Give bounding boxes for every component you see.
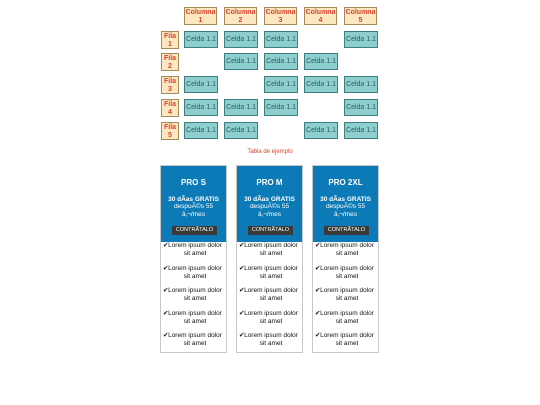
check-icon: ✔ (315, 287, 321, 294)
list-item: ✔Lorem ipsum dolor sit amet (161, 310, 226, 333)
table-cell-r5-c5: Celda 1.1 (344, 122, 378, 139)
feature-text: Lorem ipsum dolor sit amet (320, 309, 374, 325)
plan-offer: 30 dÃas GRATIS (244, 196, 295, 203)
check-icon: ✔ (239, 309, 245, 317)
feature-list: ✔Lorem ipsum dolor sit amet ✔Lorem ipsum… (237, 242, 302, 355)
plan-offer: 30 dÃas GRATIS (320, 196, 371, 203)
check-icon: ✔ (239, 242, 245, 249)
table-cell-r3-c4: Celda 1.1 (304, 76, 338, 93)
feature-list: ✔Lorem ipsum dolor sit amet ✔Lorem ipsum… (161, 242, 226, 355)
table-cell-r4-c5: Celda 1.1 (344, 99, 378, 116)
table-cell-r2-c4: Celda 1.1 (304, 53, 338, 70)
plan-price-line2: â‚¬/mes (182, 211, 205, 218)
table-cell-r4-c2: Celda 1.1 (224, 99, 258, 116)
table-caption: Tabla de ejemplo (247, 149, 293, 155)
plan-price-line2: â‚¬/mes (258, 211, 281, 218)
table-cell-r2-c2: Celda 1.1 (224, 53, 258, 70)
contract-button[interactable]: CONTRÃTALO (248, 226, 293, 235)
check-icon: ✔ (315, 309, 321, 317)
check-icon: ✔ (163, 309, 169, 317)
feature-text: Lorem ipsum dolor sit amet (168, 287, 222, 302)
row-label-2: Fila 2 (161, 53, 179, 71)
list-item: ✔Lorem ipsum dolor sit amet (313, 310, 378, 333)
feature-list: ✔Lorem ipsum dolor sit amet ✔Lorem ipsum… (313, 242, 378, 355)
plan-header: PRO 2XL 30 dÃas GRATIS despuÃ©s 55 â‚¬/m… (313, 166, 378, 242)
table-cell-r5-c2: Celda 1.1 (224, 122, 258, 139)
list-item: ✔Lorem ipsum dolor sit amet (161, 242, 226, 265)
check-icon: ✔ (239, 264, 245, 272)
feature-text: Lorem ipsum dolor sit amet (168, 242, 222, 257)
plan-header: PRO M 30 dÃas GRATIS despuÃ©s 55 â‚¬/mes… (237, 166, 302, 242)
list-item: ✔Lorem ipsum dolor sit amet (161, 332, 226, 355)
check-icon: ✔ (315, 242, 321, 249)
list-item: ✔Lorem ipsum dolor sit amet (161, 265, 226, 288)
row-label-5: Fila 5 (161, 122, 179, 140)
feature-text: Lorem ipsum dolor sit amet (244, 309, 298, 325)
table-cell-r1-c2: Celda 1.1 (224, 31, 258, 48)
column-header-3: Columna 3 (264, 7, 297, 25)
table-cell-r4-c1: Celda 1.1 (184, 99, 218, 116)
plan-price-line1: despuÃ©s 55 (173, 203, 214, 210)
list-item: ✔Lorem ipsum dolor sit amet (237, 332, 302, 355)
list-item: ✔Lorem ipsum dolor sit amet (313, 287, 378, 310)
table-cell-r3-c5: Celda 1.1 (344, 76, 378, 93)
row-label-1: Fila 1 (161, 31, 179, 49)
plan-card-pro-2xl: PRO 2XL 30 dÃas GRATIS despuÃ©s 55 â‚¬/m… (312, 165, 379, 353)
plan-price-line2: â‚¬/mes (334, 211, 357, 218)
check-icon: ✔ (163, 332, 169, 339)
table-cell-r5-c1: Celda 1.1 (184, 122, 218, 139)
feature-text: Lorem ipsum dolor sit amet (244, 332, 298, 347)
table-cell-r3-c1: Celda 1.1 (184, 76, 218, 93)
table-cell-r2-c3: Celda 1.1 (264, 53, 298, 70)
feature-text: Lorem ipsum dolor sit amet (320, 264, 374, 280)
feature-text: Lorem ipsum dolor sit amet (244, 287, 298, 302)
list-item: ✔Lorem ipsum dolor sit amet (237, 310, 302, 333)
list-item: ✔Lorem ipsum dolor sit amet (161, 287, 226, 310)
feature-text: Lorem ipsum dolor sit amet (244, 264, 298, 280)
table-cell-r4-c3: Celda 1.1 (264, 99, 298, 116)
check-icon: ✔ (239, 332, 245, 339)
list-item: ✔Lorem ipsum dolor sit amet (237, 287, 302, 310)
table-cell-r5-c4: Celda 1.1 (304, 122, 338, 139)
plan-header: PRO S 30 dÃas GRATIS despuÃ©s 55 â‚¬/mes… (161, 166, 226, 242)
contract-button[interactable]: CONTRÃTALO (172, 226, 217, 235)
feature-text: Lorem ipsum dolor sit amet (168, 332, 222, 347)
plan-name: PRO M (256, 178, 283, 187)
list-item: ✔Lorem ipsum dolor sit amet (313, 265, 378, 288)
plan-card-pro-m: PRO M 30 dÃas GRATIS despuÃ©s 55 â‚¬/mes… (236, 165, 303, 353)
feature-text: Lorem ipsum dolor sit amet (244, 242, 298, 257)
plan-offer: 30 dÃas GRATIS (168, 196, 219, 203)
plan-price-line1: despuÃ©s 55 (249, 203, 290, 210)
contract-button[interactable]: CONTRÃTALO (324, 226, 369, 235)
column-header-4: Columna 4 (304, 7, 337, 25)
column-header-2: Columna 2 (224, 7, 257, 25)
table-cell-r1-c1: Celda 1.1 (184, 31, 218, 48)
plan-card-pro-s: PRO S 30 dÃas GRATIS despuÃ©s 55 â‚¬/mes… (160, 165, 227, 353)
feature-text: Lorem ipsum dolor sit amet (320, 287, 374, 302)
check-icon: ✔ (163, 264, 169, 272)
column-header-5: Columna 5 (344, 7, 377, 25)
table-cell-r3-c3: Celda 1.1 (264, 76, 298, 93)
check-icon: ✔ (239, 287, 245, 294)
column-header-1: Columna 1 (184, 7, 217, 25)
list-item: ✔Lorem ipsum dolor sit amet (237, 242, 302, 265)
check-icon: ✔ (163, 287, 169, 294)
row-label-3: Fila 3 (161, 76, 179, 94)
feature-text: Lorem ipsum dolor sit amet (320, 242, 374, 257)
feature-text: Lorem ipsum dolor sit amet (168, 309, 222, 325)
list-item: ✔Lorem ipsum dolor sit amet (313, 242, 378, 265)
check-icon: ✔ (315, 264, 321, 272)
check-icon: ✔ (315, 332, 321, 339)
plan-price-line1: despuÃ©s 55 (325, 203, 366, 210)
plan-name: PRO 2XL (328, 178, 363, 187)
feature-text: Lorem ipsum dolor sit amet (168, 264, 222, 280)
row-label-4: Fila 4 (161, 99, 179, 117)
plan-name: PRO S (181, 178, 206, 187)
table-cell-r1-c3: Celda 1.1 (264, 31, 298, 48)
check-icon: ✔ (163, 242, 169, 249)
feature-text: Lorem ipsum dolor sit amet (320, 332, 374, 347)
list-item: ✔Lorem ipsum dolor sit amet (313, 332, 378, 355)
list-item: ✔Lorem ipsum dolor sit amet (237, 265, 302, 288)
table-cell-r1-c5: Celda 1.1 (344, 31, 378, 48)
